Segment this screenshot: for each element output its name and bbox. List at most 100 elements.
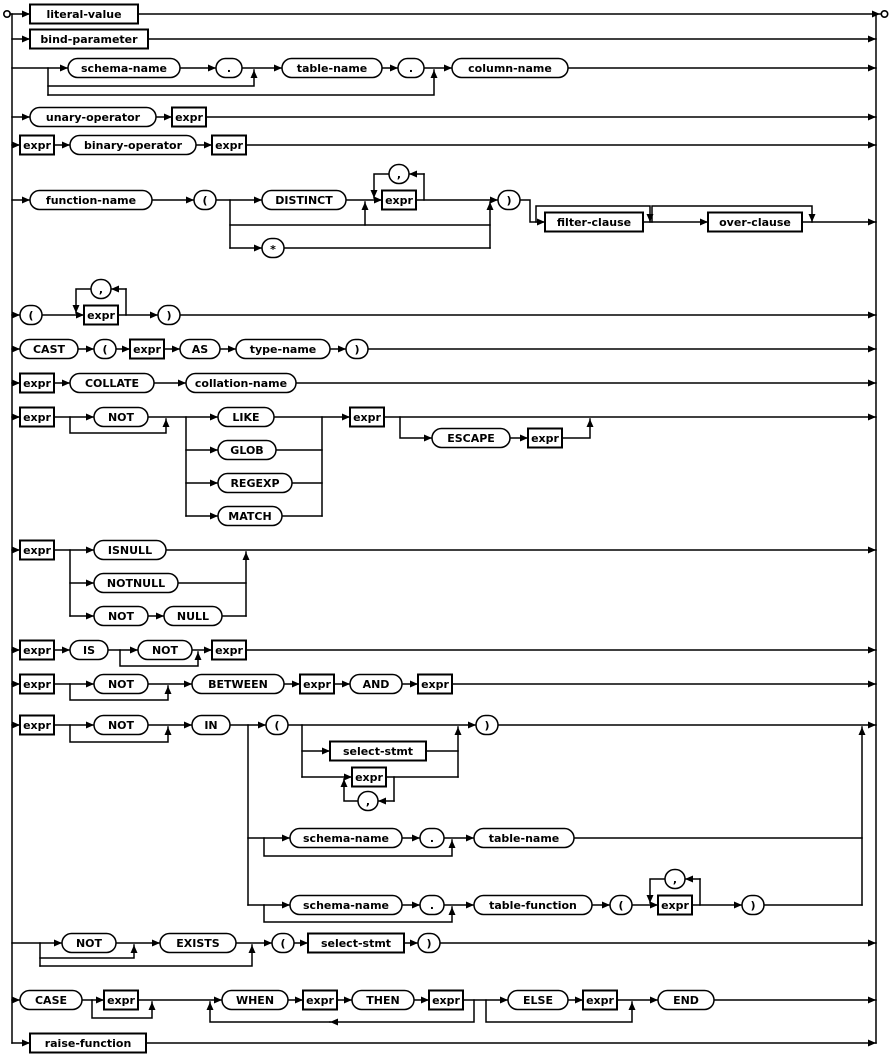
node-expr[interactable]: expr — [351, 766, 387, 788]
label: NOT — [108, 678, 135, 691]
node-table-name: table-name — [281, 57, 383, 79]
label: expr — [23, 544, 51, 557]
node-star: * — [261, 237, 285, 259]
node-type-name: type-name — [235, 338, 331, 360]
label: expr — [385, 194, 413, 207]
label: expr — [303, 678, 331, 691]
node-binary-operator: binary-operator — [69, 134, 197, 156]
label: expr — [133, 343, 161, 356]
node-lparen: ( — [265, 714, 289, 736]
label: NOT — [108, 610, 135, 623]
label: expr — [107, 994, 135, 1007]
label: NOT — [108, 719, 135, 732]
label: ( — [618, 899, 623, 912]
node-not: NOT — [93, 406, 149, 428]
node-expr[interactable]: expr — [381, 189, 417, 211]
node-not: NOT — [93, 673, 149, 695]
node-in: IN — [191, 714, 231, 736]
node-expr[interactable]: expr — [428, 989, 464, 1011]
label: schema-name — [81, 62, 167, 75]
node-expr[interactable]: expr — [19, 673, 55, 695]
node-schema-name: schema-name — [67, 57, 181, 79]
label: ESCAPE — [447, 432, 495, 445]
node-raise-function[interactable]: raise-function — [29, 1032, 147, 1054]
node-expr[interactable]: expr — [19, 372, 55, 394]
label: expr — [661, 899, 689, 912]
node-bind-parameter[interactable]: bind-parameter — [29, 28, 149, 50]
label: expr — [215, 139, 243, 152]
node-over-clause[interactable]: over-clause — [707, 211, 803, 233]
node-expr[interactable]: expr — [417, 673, 453, 695]
diagram-nodes: literal-value bind-parameter schema-name… — [19, 3, 803, 1054]
node-comma: , — [90, 278, 112, 300]
node-collation-name: collation-name — [185, 372, 297, 394]
node-escape: ESCAPE — [431, 427, 511, 449]
node-rparen: ) — [497, 189, 521, 211]
label: function-name — [46, 194, 136, 207]
label: filter-clause — [557, 216, 631, 229]
node-expr[interactable]: expr — [211, 639, 247, 661]
label: . — [430, 832, 434, 845]
label: GLOB — [230, 444, 263, 457]
node-expr[interactable]: expr — [211, 134, 247, 156]
node-expr[interactable]: expr — [129, 338, 165, 360]
node-expr[interactable]: expr — [19, 539, 55, 561]
node-filter-clause[interactable]: filter-clause — [544, 211, 644, 233]
label: ( — [102, 343, 107, 356]
node-expr[interactable]: expr — [19, 639, 55, 661]
node-lparen: ( — [609, 894, 633, 916]
node-expr[interactable]: expr — [19, 406, 55, 428]
label: expr — [23, 411, 51, 424]
node-select-stmt[interactable]: select-stmt — [307, 932, 405, 954]
label: REGEXP — [230, 477, 279, 490]
label: LIKE — [232, 411, 259, 424]
node-and: AND — [349, 673, 403, 695]
label: CAST — [33, 343, 66, 356]
label: schema-name — [303, 832, 389, 845]
node-expr[interactable]: expr — [19, 714, 55, 736]
node-table-function: table-function — [473, 894, 593, 916]
node-expr[interactable]: expr — [527, 427, 563, 449]
label: ( — [274, 719, 279, 732]
label: ) — [426, 937, 431, 950]
label: MATCH — [228, 510, 271, 523]
node-notnull: NOTNULL — [93, 572, 179, 594]
label: ) — [354, 343, 359, 356]
label: BETWEEN — [208, 678, 268, 691]
node-expr[interactable]: expr — [302, 989, 338, 1011]
label: DISTINCT — [275, 194, 333, 207]
node-select-stmt[interactable]: select-stmt — [329, 740, 427, 762]
node-lparen: ( — [19, 304, 43, 326]
node-comma: , — [357, 790, 379, 812]
label: select-stmt — [321, 937, 391, 950]
label: expr — [215, 644, 243, 657]
label: COLLATE — [85, 377, 139, 390]
node-expr[interactable]: expr — [171, 106, 207, 128]
node-as: AS — [179, 338, 221, 360]
node-expr[interactable]: expr — [657, 894, 693, 916]
node-match: MATCH — [217, 505, 283, 527]
label: expr — [23, 139, 51, 152]
node-expr[interactable]: expr — [83, 304, 119, 326]
node-dot: . — [419, 827, 445, 849]
label: . — [227, 62, 231, 75]
node-expr[interactable]: expr — [582, 989, 618, 1011]
node-expr[interactable]: expr — [299, 673, 335, 695]
label: AND — [363, 678, 390, 691]
node-expr[interactable]: expr — [349, 406, 385, 428]
node-lparen: ( — [193, 189, 217, 211]
label: NOT — [76, 937, 103, 950]
label: IN — [204, 719, 217, 732]
label: ELSE — [523, 994, 553, 1007]
label: expr — [175, 111, 203, 124]
label: expr — [23, 377, 51, 390]
node-comma: , — [388, 163, 410, 185]
node-not: NOT — [61, 932, 117, 954]
node-distinct: DISTINCT — [261, 189, 347, 211]
node-dot: . — [215, 57, 243, 79]
node-expr[interactable]: expr — [19, 134, 55, 156]
node-literal-value[interactable]: literal-value — [29, 3, 139, 25]
label: WHEN — [236, 994, 274, 1007]
node-expr[interactable]: expr — [103, 989, 139, 1011]
